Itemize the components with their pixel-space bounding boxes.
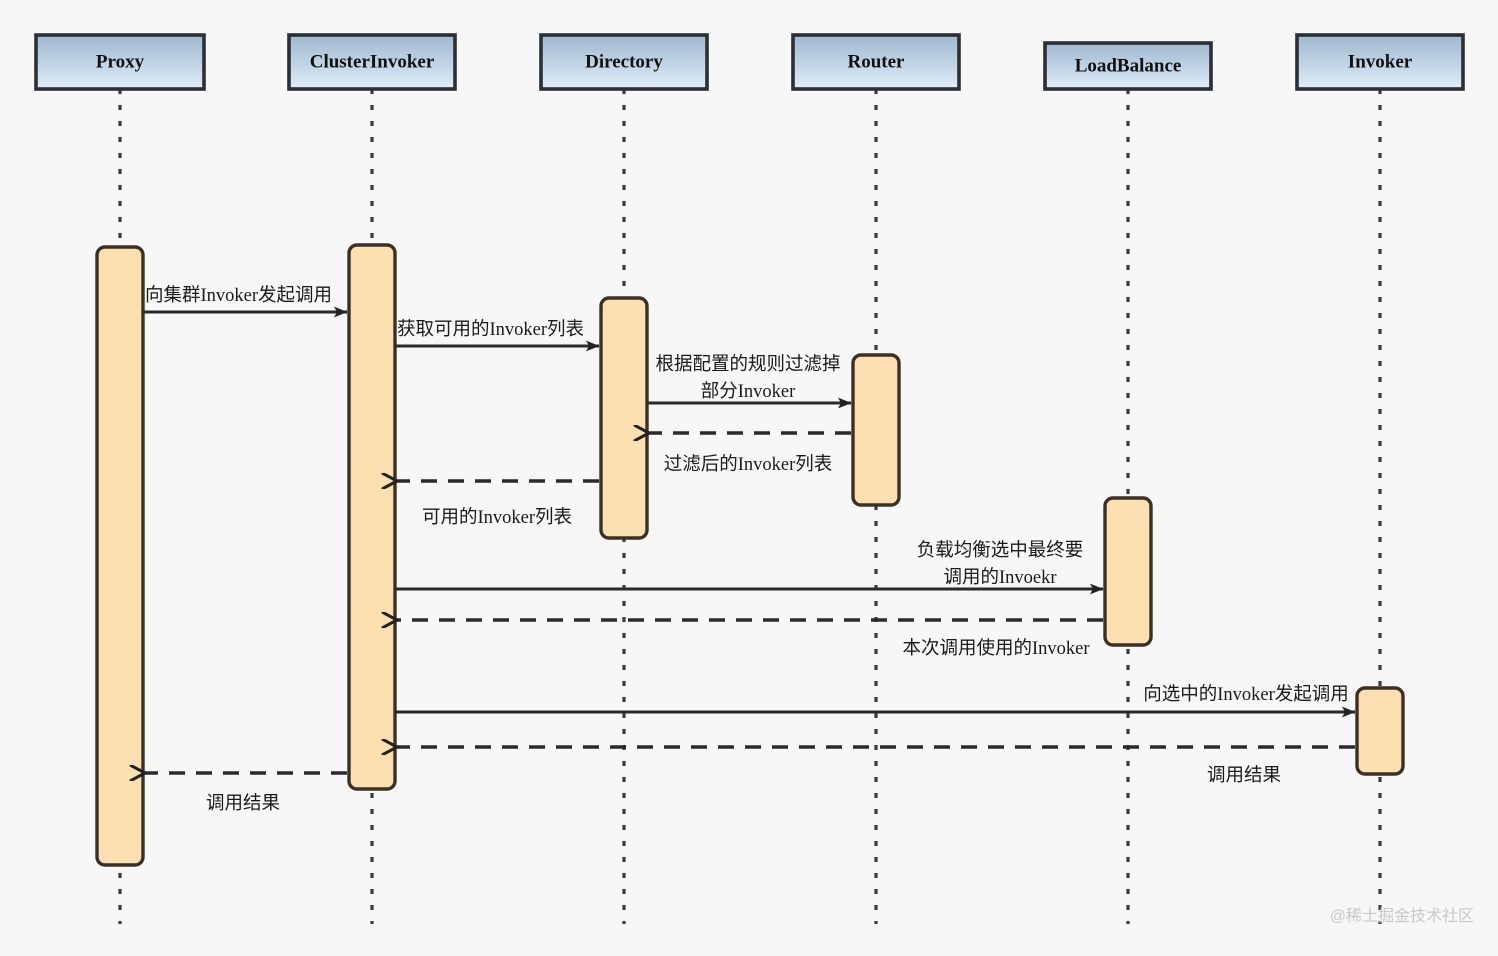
participant-invoker[interactable]: Invoker xyxy=(1295,33,1465,91)
message-m3-directory-to-router[interactable]: 根据配置的规则过滤掉部分Invoker xyxy=(647,354,852,409)
participant-box-invoker xyxy=(1295,33,1465,91)
message-label-m3: 根据配置的规则过滤掉部分Invoker xyxy=(655,354,840,402)
message-label-line: 调用结果 xyxy=(1207,765,1281,786)
participant-clusterinvoker[interactable]: ClusterInvoker xyxy=(287,33,457,91)
message-m5-directory-to-clusterinvoker[interactable]: 可用的Invoker列表 xyxy=(397,481,599,528)
participant-box-loadbalance xyxy=(1043,41,1213,91)
activation-box-router xyxy=(851,353,901,507)
message-label-line: 获取可用的Invoker列表 xyxy=(397,319,584,340)
participant-label-directory: Directory xyxy=(585,51,663,72)
message-label-m1: 向集群Invoker发起调用 xyxy=(145,285,332,306)
message-label-m9: 调用结果 xyxy=(1207,765,1281,786)
messages-layer: 向集群Invoker发起调用获取可用的Invoker列表根据配置的规则过滤掉部分… xyxy=(143,285,1356,814)
activation-box-loadbalance xyxy=(1103,496,1153,647)
participants-layer: Proxy ClusterInvoker Directory Router LoadBa… xyxy=(34,33,1465,91)
message-m1-proxy-to-clusterinvoker[interactable]: 向集群Invoker发起调用 xyxy=(143,285,348,318)
participant-label-clusterinvoker: ClusterInvoker xyxy=(310,51,435,72)
activation-box-directory xyxy=(599,296,649,540)
message-m9-invoker-to-clusterinvoker[interactable]: 调用结果 xyxy=(397,747,1355,786)
participant-box-clusterinvoker xyxy=(287,33,457,91)
message-label-m4: 过滤后的Invoker列表 xyxy=(664,454,833,475)
message-label-m10: 调用结果 xyxy=(206,793,280,814)
activation-box-proxy xyxy=(95,245,145,867)
message-m7-loadbalance-to-clusterinvoker[interactable]: 本次调用使用的Invoker xyxy=(397,620,1103,659)
participant-proxy[interactable]: Proxy xyxy=(34,33,206,91)
message-m10-clusterinvoker-to-proxy[interactable]: 调用结果 xyxy=(145,773,347,814)
message-label-line: 向集群Invoker发起调用 xyxy=(145,285,332,306)
participant-box-proxy xyxy=(34,33,206,91)
participant-router[interactable]: Router xyxy=(791,33,961,91)
participant-loadbalance[interactable]: LoadBalance xyxy=(1043,41,1213,91)
participant-directory[interactable]: Directory xyxy=(539,33,709,91)
message-label-m8: 向选中的Invoker发起调用 xyxy=(1143,684,1349,705)
lifelines-layer xyxy=(118,89,1382,924)
participant-box-directory xyxy=(539,33,709,91)
participant-box-router xyxy=(791,33,961,91)
message-label-line: 负载均衡选中最终要 xyxy=(917,540,1084,561)
message-label-line: 可用的Invoker列表 xyxy=(422,507,572,528)
message-label-line: 过滤后的Invoker列表 xyxy=(664,454,833,475)
message-m8-clusterinvoker-to-invoker[interactable]: 向选中的Invoker发起调用 xyxy=(395,684,1356,718)
participant-label-router: Router xyxy=(848,51,906,72)
message-label-line: 向选中的Invoker发起调用 xyxy=(1143,684,1349,705)
watermark: @稀土掘金技术社区 xyxy=(1330,907,1474,925)
message-label-line: 调用的Invoekr xyxy=(943,567,1056,588)
activations-layer xyxy=(95,243,1405,867)
participant-label-proxy: Proxy xyxy=(96,51,145,72)
message-m6-clusterinvoker-to-loadbalance[interactable]: 负载均衡选中最终要调用的Invoekr xyxy=(395,540,1104,595)
message-m2-clusterinvoker-to-directory[interactable]: 获取可用的Invoker列表 xyxy=(395,319,600,352)
message-label-m7: 本次调用使用的Invoker xyxy=(902,638,1089,659)
message-label-m2: 获取可用的Invoker列表 xyxy=(397,319,584,340)
message-m4-router-to-directory[interactable]: 过滤后的Invoker列表 xyxy=(649,433,851,475)
message-label-line: 调用结果 xyxy=(206,793,280,814)
participant-label-invoker: Invoker xyxy=(1348,51,1413,72)
message-label-line: 根据配置的规则过滤掉 xyxy=(655,354,840,375)
message-label-line: 部分Invoker xyxy=(701,381,796,402)
activation-box-invoker xyxy=(1355,686,1405,776)
message-label-m6: 负载均衡选中最终要调用的Invoekr xyxy=(917,540,1084,588)
message-label-line: 本次调用使用的Invoker xyxy=(902,638,1089,659)
message-label-m5: 可用的Invoker列表 xyxy=(422,507,572,528)
participant-label-loadbalance: LoadBalance xyxy=(1075,55,1182,76)
activation-box-clusterinvoker xyxy=(347,243,397,791)
